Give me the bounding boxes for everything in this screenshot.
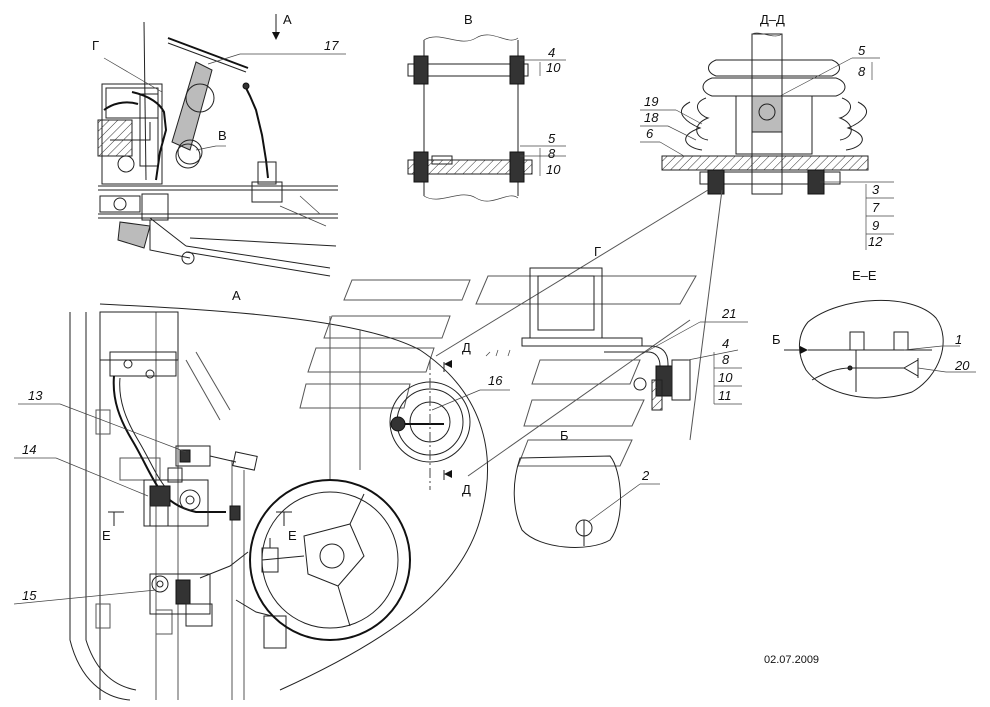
view-b-title: Б [560,428,569,443]
callout-13: 13 [28,388,43,403]
drawing-date: 02.07.2009 [764,654,819,666]
view-g-callout: Г [92,38,99,53]
section-dd-title: Д–Д [760,12,785,27]
callout-g-10: 10 [718,370,733,385]
callout-dd-19: 19 [644,94,658,109]
section-b-mark: Б [772,332,781,347]
view-a-main-label: A [232,288,241,303]
callout-2: 2 [641,468,650,483]
section-e-right-mark: Е [288,528,297,543]
callout-v-4: 4 [548,45,555,60]
callout-v-10b: 10 [546,162,561,177]
callout-1: 1 [955,332,962,347]
callout-21: 21 [721,306,736,321]
callout-15: 15 [22,588,37,603]
callout-dd-3: 3 [872,182,880,197]
view-v-title: В [464,12,473,27]
callout-16: 16 [488,373,503,388]
view-a-top-label: A [283,12,292,27]
callout-v-10a: 10 [546,60,561,75]
cab-plan-view: Е Е 13 14 15 [13,311,411,701]
detail-view-v: В 4 10 5 8 10 [407,12,566,202]
callout-g-8: 8 [722,352,730,367]
callout-dd-18: 18 [644,110,659,125]
callout-v-8: 8 [548,146,556,161]
view-g-title: Г [594,244,601,259]
callout-g-11: 11 [718,388,732,403]
detail-view-g: Г 21 4 8 10 11 [521,244,748,411]
callout-v-5: 5 [548,131,556,146]
callout-17: 17 [324,38,339,53]
callout-14: 14 [22,442,36,457]
section-ee-title: Е–Е [852,268,877,283]
section-dd: Д–Д 5 8 3 7 9 12 19 [640,12,894,250]
view-v-callout: В [218,128,227,143]
section-e-left-mark: Е [102,528,111,543]
callout-dd-6: 6 [646,126,654,141]
callout-dd-8: 8 [858,64,866,79]
detail-view-b: Б 2 [513,428,660,548]
callout-dd-9: 9 [872,218,879,233]
callout-dd-7: 7 [872,200,880,215]
elevation-view: A [92,12,346,277]
callout-g-4: 4 [722,336,729,351]
callout-dd-5: 5 [858,43,866,58]
callout-20: 20 [954,358,970,373]
callout-dd-12: 12 [868,234,883,249]
floor-boot-plan: Д Д A 16 [99,189,723,691]
section-d-lower-mark: Д [462,482,471,497]
section-d-upper-mark: Д [462,340,471,355]
section-ee: Е–Е 1 20 Б [772,268,976,399]
